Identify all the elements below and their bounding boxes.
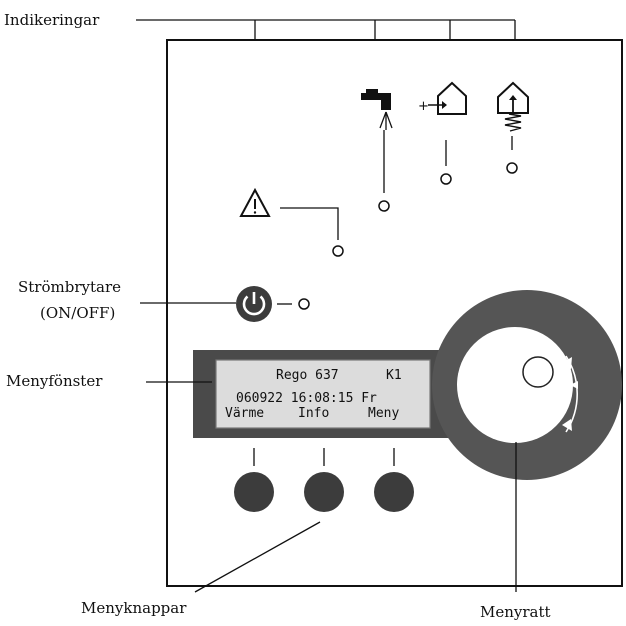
- led-alarm: [332, 245, 344, 257]
- menu-button-right[interactable]: [374, 472, 414, 512]
- house-arrow-icon: +: [418, 81, 467, 115]
- menu-button-left[interactable]: [234, 472, 274, 512]
- softkey-label-left: Värme: [225, 406, 264, 421]
- power-button[interactable]: [236, 286, 272, 322]
- label-menu-window: Menyfönster: [6, 372, 103, 390]
- label-power-switch: Strömbrytare: [18, 278, 121, 296]
- display-datetime: 060922 16:08:15 Fr: [236, 391, 377, 406]
- softkey-label-right: Meny: [368, 406, 399, 421]
- led-heating: [506, 162, 518, 174]
- svg-text:+: +: [418, 99, 429, 114]
- label-indications: Indikeringar: [4, 11, 100, 29]
- led-hot-water: [378, 200, 390, 212]
- dial-grip[interactable]: [522, 356, 554, 388]
- softkey-label-middle: Info: [298, 406, 329, 421]
- label-power-switch-sub: (ON/OFF): [40, 304, 115, 322]
- indicator-connectors: [280, 130, 513, 240]
- tap-icon: [361, 89, 393, 130]
- house-coil-icon: [497, 81, 529, 132]
- warning-triangle-icon: [239, 187, 271, 217]
- label-menu-buttons: Menyknappar: [81, 599, 187, 617]
- led-power: [298, 298, 310, 310]
- display-screen: [215, 359, 431, 429]
- power-icon: [242, 295, 266, 316]
- display-circuit: K1: [386, 368, 402, 383]
- led-external-heat: [440, 173, 452, 185]
- display-model: Rego 637: [276, 368, 339, 383]
- menu-button-middle[interactable]: [304, 472, 344, 512]
- rotate-arrows-icon: [562, 355, 579, 433]
- menu-dial[interactable]: [457, 327, 573, 443]
- label-menu-dial: Menyratt: [480, 603, 551, 621]
